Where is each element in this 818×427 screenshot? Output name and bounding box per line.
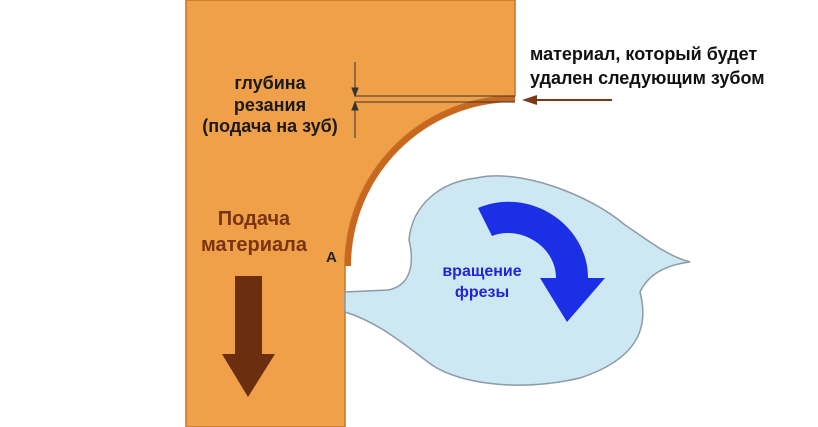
arrow-left-icon bbox=[522, 95, 612, 105]
point-a-label: A bbox=[326, 249, 337, 266]
material-removed-label: материал, который будет удален следующим… bbox=[530, 42, 765, 91]
material-removed-line-1: материал, который будет bbox=[530, 44, 758, 64]
depth-dimension-marker bbox=[351, 62, 515, 138]
material-removed-line-2: удален следующим зубом bbox=[530, 68, 765, 89]
cutter-rotation-label: вращение фрезы bbox=[434, 262, 530, 304]
cutter-rotation-line-1: вращение bbox=[442, 263, 522, 280]
milling-cutter bbox=[344, 175, 691, 386]
cut-depth-label: глубина резания (подача на зуб) bbox=[186, 73, 354, 138]
cutter-rotation-line-2: фрезы bbox=[454, 283, 510, 301]
cut-depth-line-2: резания bbox=[233, 94, 307, 115]
cut-depth-line-3: (подача на зуб) bbox=[202, 116, 338, 137]
curved-arrow-clockwise-icon bbox=[478, 201, 605, 322]
material-feed-line-2: материала bbox=[200, 234, 308, 256]
material-feed-label: Подача материала bbox=[190, 206, 318, 258]
cut-depth-line-1: глубина bbox=[234, 73, 306, 93]
material-feed-line-1: Подача bbox=[217, 208, 291, 230]
arrow-down-icon bbox=[222, 276, 275, 397]
